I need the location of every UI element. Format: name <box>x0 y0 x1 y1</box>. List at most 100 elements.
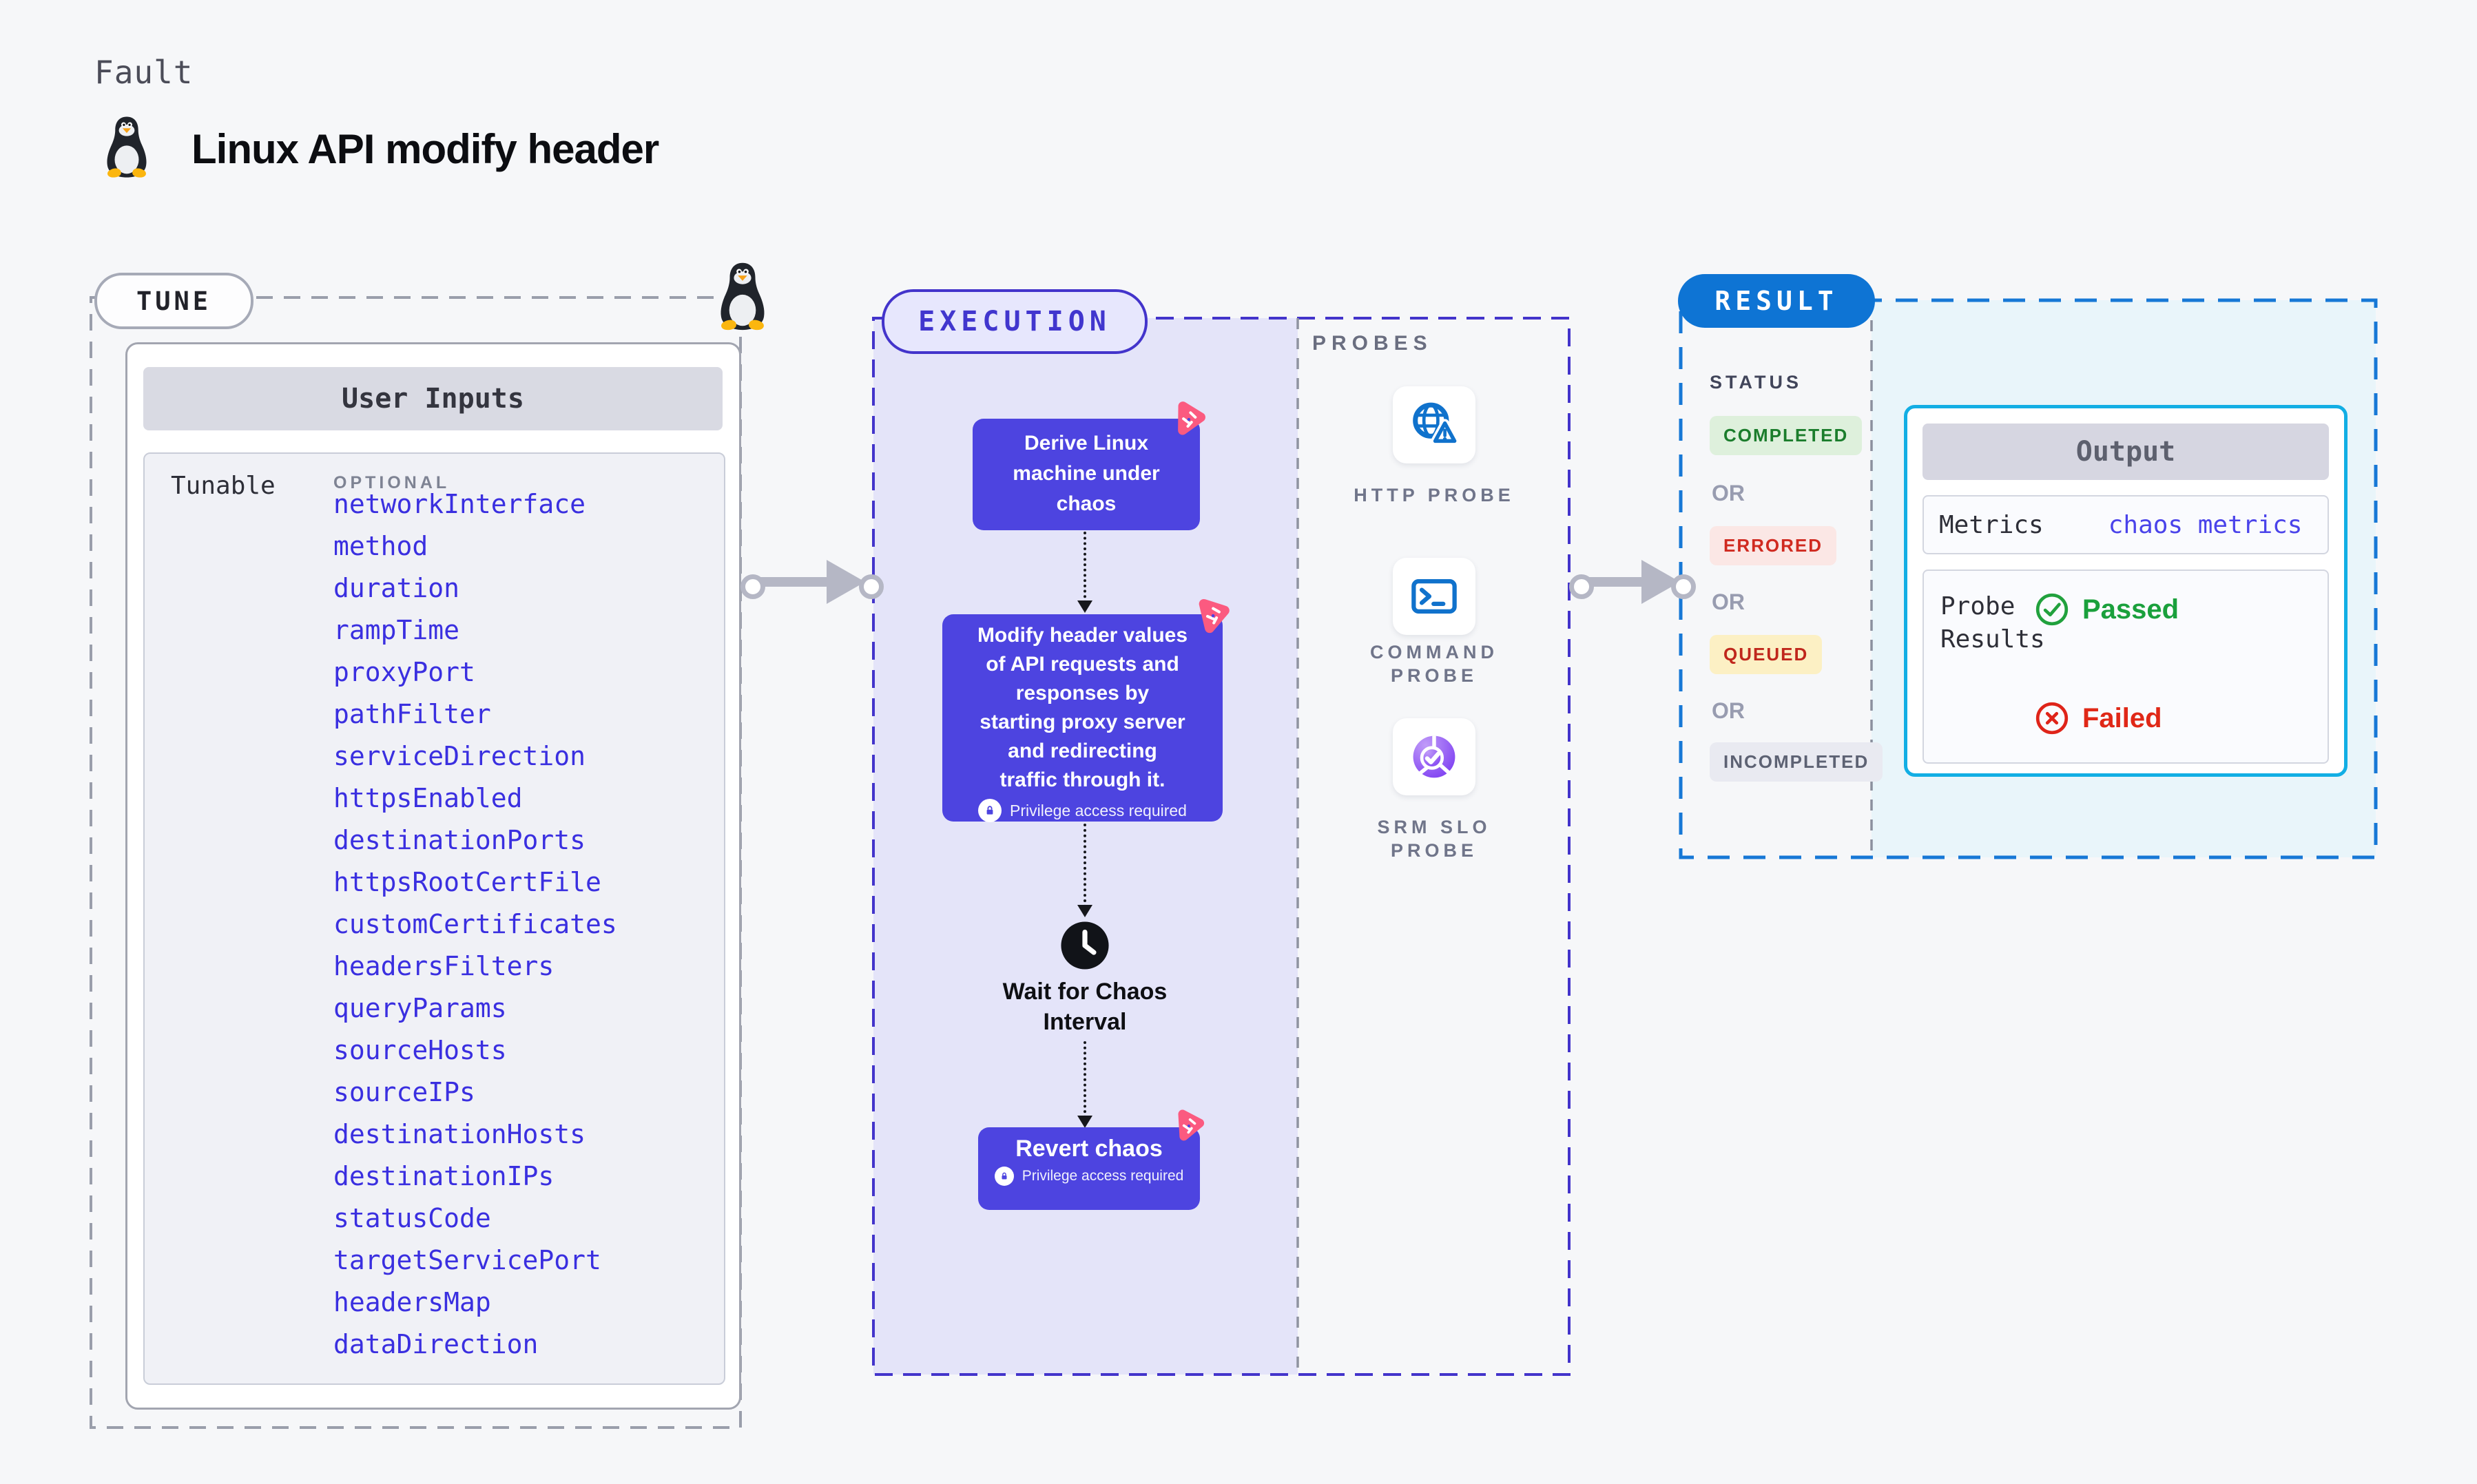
wait-for-chaos-label: Wait for Chaos Interval <box>975 976 1195 1037</box>
probe-results-row: Probe Results Passed Failed <box>1922 569 2329 764</box>
linux-tux-icon <box>101 116 153 179</box>
tunable-item[interactable]: headersFilters <box>333 950 555 981</box>
tunable-item[interactable]: destinationIPs <box>333 1160 555 1191</box>
chaos-pinwheel-icon <box>1170 399 1208 438</box>
chaos-metrics-link[interactable]: chaos metrics <box>2108 510 2303 539</box>
probe-results-label-line: Probe <box>1940 592 2015 620</box>
result-section-badge: RESULT <box>1678 274 1875 328</box>
flow-arrowhead <box>1077 905 1092 917</box>
step-modify-header: Modify header values of API requests and… <box>942 614 1223 822</box>
step-text-line: traffic through it. <box>999 769 1165 791</box>
tunable-item[interactable]: dataDirection <box>333 1328 539 1359</box>
tunable-item[interactable]: duration <box>333 572 460 603</box>
privilege-note-row: Privilege access required <box>978 1167 1200 1186</box>
step-revert-chaos: Revert chaos Privilege access required <box>978 1127 1200 1210</box>
user-inputs-title: User Inputs <box>143 367 723 430</box>
metrics-row: Metrics chaos metrics <box>1922 495 2329 554</box>
execution-label: EXECUTION <box>918 306 1111 337</box>
probe-results-label-line: Results <box>1940 625 2045 654</box>
tunable-item[interactable]: method <box>333 530 428 561</box>
tunable-item[interactable]: statusCode <box>333 1202 491 1233</box>
connector-end-circle <box>1671 574 1696 599</box>
tunable-item[interactable]: targetServicePort <box>333 1244 601 1275</box>
probes-section-label: PROBES <box>1312 332 1433 355</box>
status-badge-completed: COMPLETED <box>1710 416 1863 455</box>
tunable-item[interactable]: sourceIPs <box>333 1076 475 1107</box>
step-text-line: of API requests and <box>986 653 1179 676</box>
probe-label-line: PROBE <box>1390 665 1478 686</box>
tunable-item[interactable]: rampTime <box>333 614 460 645</box>
flow-arrowhead <box>1077 1116 1092 1128</box>
privilege-note-row: Privilege access required <box>942 799 1223 822</box>
failed-verdict: Failed <box>2034 700 2162 736</box>
tunable-item[interactable]: proxyPort <box>333 656 475 687</box>
probe-label-line: PROBE <box>1390 840 1478 861</box>
tunable-item[interactable]: sourceHosts <box>333 1034 507 1065</box>
http-probe-icon <box>1413 402 1459 446</box>
flow-connector <box>1084 532 1086 603</box>
tunable-item[interactable]: httpsEnabled <box>333 782 523 813</box>
step-text-line: and redirecting <box>1008 740 1157 762</box>
step-text-line: Modify header values <box>977 624 1188 647</box>
result-label: RESULT <box>1714 286 1838 316</box>
failed-label: Failed <box>2082 702 2162 733</box>
wait-clock-icon <box>1060 921 1110 970</box>
tunables-list: networkInterface method duration rampTime pr… <box>333 483 617 1365</box>
or-separator: OR <box>1712 481 1745 505</box>
status-badge-queued: QUEUED <box>1710 635 1823 674</box>
command-probe-icon <box>1411 579 1457 614</box>
flow-connector <box>1084 824 1086 908</box>
http-probe-card <box>1393 386 1475 463</box>
step-text-line: responses by <box>1015 682 1150 704</box>
tunable-item[interactable]: pathFilter <box>333 698 491 729</box>
wait-text-line: Interval <box>1043 1009 1127 1035</box>
http-probe-label: HTTP PROBE <box>1338 483 1531 507</box>
connector-start-circle <box>740 574 765 599</box>
tunable-item[interactable]: httpsRootCertFile <box>333 866 601 897</box>
connector-start-circle <box>1569 574 1594 599</box>
srm-slo-probe-icon <box>1413 735 1455 778</box>
tunable-item[interactable]: destinationPorts <box>333 824 586 855</box>
status-column-label: STATUS <box>1710 372 1802 393</box>
status-badge-errored: ERRORED <box>1710 526 1837 565</box>
status-badge-incompleted: INCOMPLETED <box>1710 742 1883 782</box>
tunable-item[interactable]: serviceDirection <box>333 740 586 771</box>
chaos-pinwheel-icon <box>1171 1107 1207 1143</box>
passed-verdict: Passed <box>2034 592 2179 627</box>
or-separator: OR <box>1712 698 1745 723</box>
privilege-note: Privilege access required <box>1010 801 1187 819</box>
step-derive-machine: Derive Linux machine under chaos <box>973 419 1200 530</box>
srm-slo-probe-card <box>1393 718 1475 795</box>
flow-connector <box>1084 1041 1086 1118</box>
tune-label: TUNE <box>136 286 212 316</box>
check-circle-icon <box>2035 593 2069 626</box>
x-circle-icon <box>2035 702 2069 735</box>
page-title: Linux API modify header <box>191 126 659 172</box>
execution-section-badge: EXECUTION <box>882 289 1148 354</box>
probe-label-line: COMMAND <box>1370 642 1498 662</box>
passed-label: Passed <box>2082 594 2179 625</box>
step-text-line: starting proxy server <box>980 711 1185 733</box>
wait-text-line: Wait for Chaos <box>1002 979 1168 1005</box>
fault-kicker: Fault <box>94 54 194 91</box>
output-card: Output Metrics chaos metrics Probe Resul… <box>1904 405 2348 777</box>
command-probe-label: COMMAND PROBE <box>1338 640 1531 687</box>
revert-chaos-label: Revert chaos <box>1015 1136 1163 1162</box>
probe-results-label: Probe Results <box>1940 590 2045 656</box>
lock-icon <box>978 799 1002 822</box>
tunable-item[interactable]: headersMap <box>333 1286 491 1317</box>
connector-line <box>755 577 831 587</box>
tunable-item[interactable]: customCertificates <box>333 908 617 939</box>
connector-arrowhead <box>827 560 865 604</box>
output-title: Output <box>1922 424 2329 480</box>
probe-label-line: SRM SLO <box>1377 817 1491 837</box>
probe-label-line: HTTP PROBE <box>1354 485 1515 505</box>
tunable-item[interactable]: networkInterface <box>333 488 586 519</box>
lock-icon <box>994 1167 1014 1186</box>
step-text-line: machine under <box>1013 462 1160 485</box>
tunable-item[interactable]: queryParams <box>333 992 507 1023</box>
chaos-pinwheel-icon <box>1193 595 1233 635</box>
tunable-item[interactable]: destinationHosts <box>333 1118 586 1149</box>
